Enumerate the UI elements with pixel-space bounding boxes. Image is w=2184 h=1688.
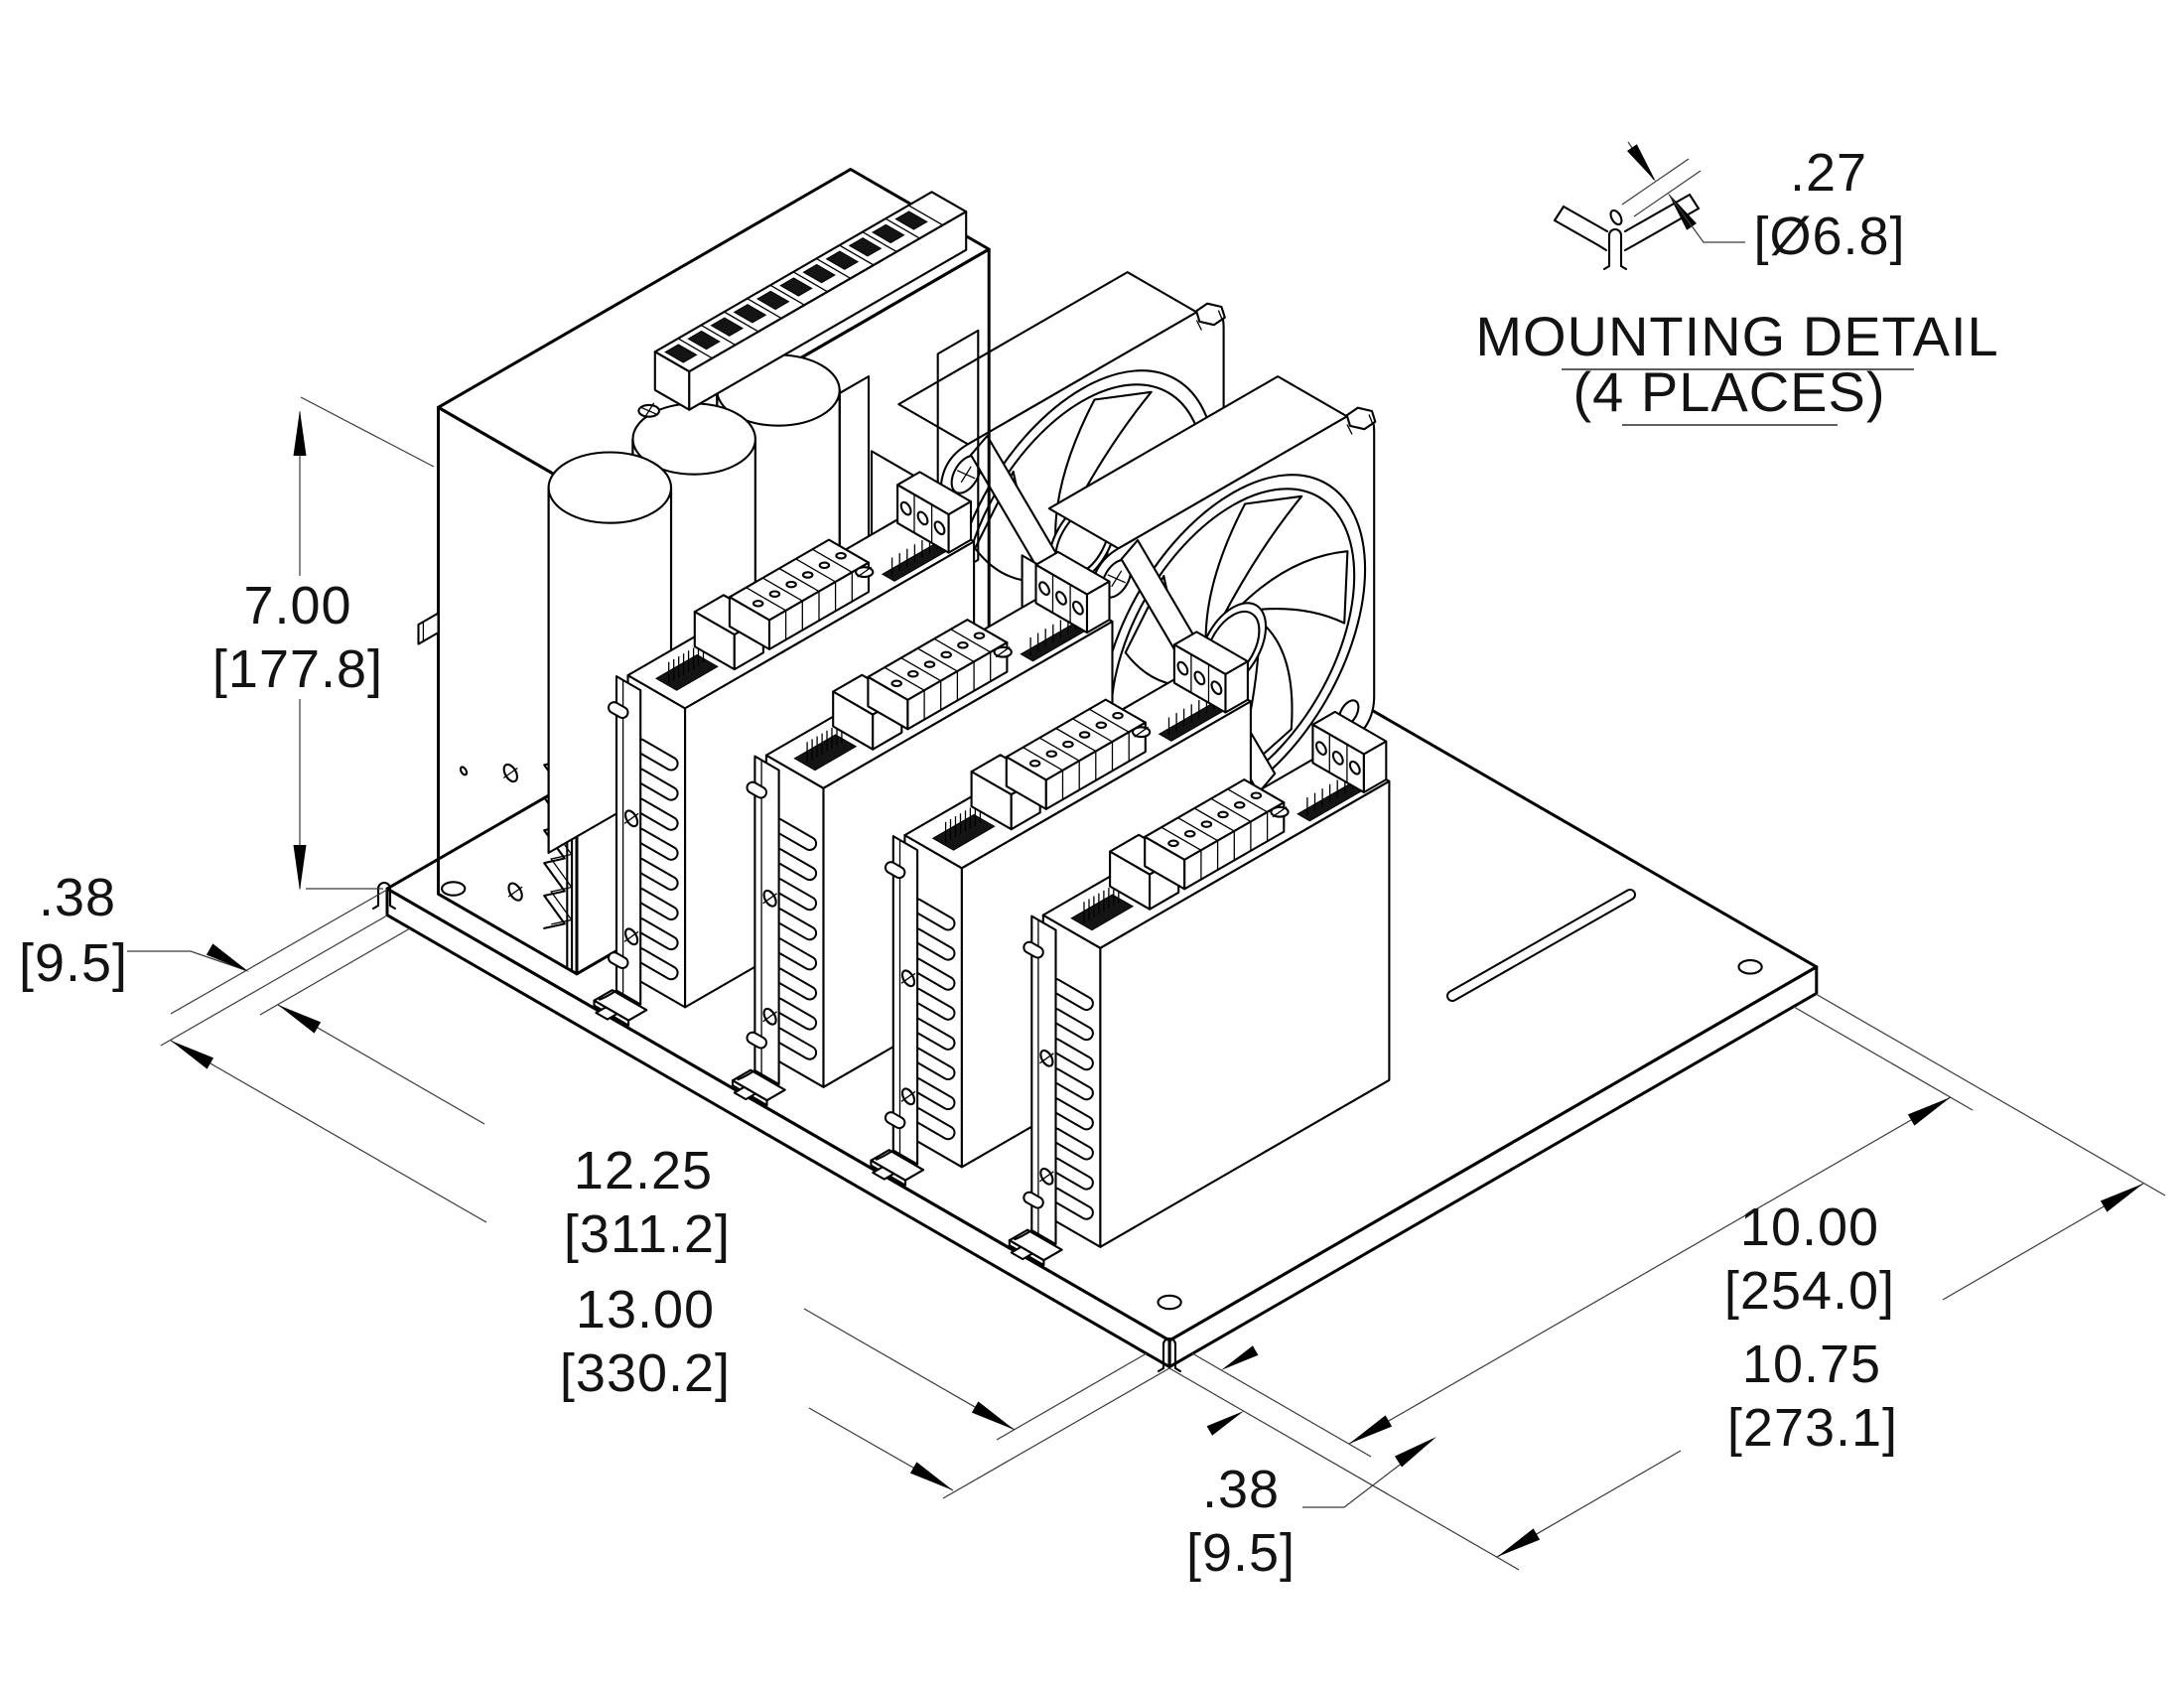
dim-slotoffset-inches: .38 xyxy=(1202,1460,1280,1519)
dim-width-mm: [273.1] xyxy=(1727,1398,1898,1458)
vent-louvers xyxy=(632,738,679,981)
bracket-foot xyxy=(870,1149,925,1187)
dim-slotlen-mm: [311.2] xyxy=(564,1204,731,1264)
mounting-detail-subtitle: (4 PLACES) xyxy=(1573,360,1886,423)
dim-slotlen-inches: 12.25 xyxy=(574,1141,713,1200)
mounting-bracket xyxy=(1023,914,1057,1246)
pin-header xyxy=(655,641,719,691)
end-terminal-block xyxy=(1311,710,1388,794)
dim-overall-width xyxy=(1168,993,2166,1571)
vent-louvers xyxy=(1047,977,1094,1220)
mounting-hole xyxy=(441,881,1763,1311)
end-terminal-block xyxy=(1034,550,1111,634)
drive-module-4 xyxy=(1008,710,1391,1267)
base-plate xyxy=(371,513,1819,1373)
terminal-row xyxy=(728,538,871,650)
terminal-row xyxy=(1144,778,1286,891)
dim-thickness-mm: [9.5] xyxy=(19,933,128,993)
terminal-row xyxy=(867,619,1009,731)
end-terminal-block xyxy=(1172,631,1249,714)
bracket-foot xyxy=(731,1068,786,1107)
small-hole xyxy=(459,766,469,776)
dim-slotwid-inches: 10.00 xyxy=(1740,1197,1879,1257)
mounting-detail-title: MOUNTING DETAIL xyxy=(1475,305,1998,367)
dimension-annotations xyxy=(127,396,2166,1571)
dim-slot-width xyxy=(1191,1006,1974,1458)
vent-louvers xyxy=(909,898,956,1141)
vent-louvers xyxy=(770,817,818,1060)
dim-height-mm: [177.8] xyxy=(212,639,383,699)
dim-slot-length xyxy=(259,927,1148,1441)
pin-strip xyxy=(1020,611,1090,662)
dim-mounthole-inches: .27 xyxy=(1790,143,1867,203)
fan-corner-bolt xyxy=(1345,406,1377,435)
mounting-detail-view xyxy=(1553,141,1914,426)
spade-terminal xyxy=(417,612,440,645)
fan-corner-bolt xyxy=(1195,302,1226,331)
dim-mounthole-mm: [Ø6.8] xyxy=(1753,207,1905,266)
dim-height-inches: 7.00 xyxy=(243,576,351,635)
dim-width-inches: 10.75 xyxy=(1742,1335,1881,1394)
dim-slotwid-mm: [254.0] xyxy=(1724,1261,1895,1321)
terminal-row xyxy=(1005,698,1147,810)
corner-slot xyxy=(371,881,397,911)
dimension-texts: 7.00 [177.8] .38 [9.5] 12.25 [311.2] 13.… xyxy=(19,143,1998,1583)
dim-slot-offset xyxy=(1206,1345,1436,1508)
assembly-scene xyxy=(371,168,1819,1373)
mounting-bracket xyxy=(608,675,642,1006)
dim-length-inches: 13.00 xyxy=(576,1280,715,1339)
dim-slotoffset-mm: [9.5] xyxy=(1186,1523,1296,1583)
dim-length-mm: [330.2] xyxy=(560,1343,731,1403)
dim-thickness xyxy=(127,889,388,1015)
dim-thickness-inches: .38 xyxy=(39,868,116,927)
terminal-strip xyxy=(653,191,968,411)
dim-height xyxy=(293,396,435,891)
detail-hole xyxy=(1609,209,1623,226)
bracket-foot xyxy=(593,989,648,1027)
bracket-foot xyxy=(1008,1228,1063,1267)
corner-slot xyxy=(1157,1336,1182,1373)
mounting-bracket xyxy=(884,835,919,1166)
fan-rod xyxy=(1446,889,1636,1002)
pin-header xyxy=(793,722,858,772)
mounting-bracket xyxy=(746,755,780,1086)
dim-overall-length xyxy=(160,914,1170,1499)
end-terminal-block xyxy=(896,471,973,554)
